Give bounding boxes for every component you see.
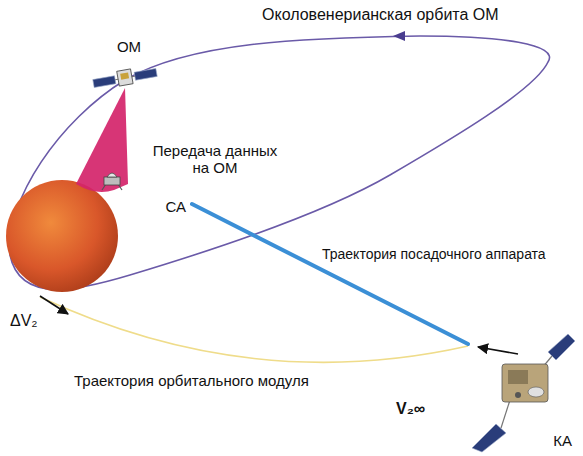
- annotation-label: Траектория орбитального модуля: [74, 372, 309, 389]
- orbit-direction-arrow: [393, 31, 405, 41]
- module-node: КА: [468, 340, 578, 452]
- lander-icon: [102, 173, 122, 190]
- module-node: СА: [98, 166, 192, 218]
- annotation-label: V₂∞: [396, 400, 425, 417]
- annotation-label: Траектория посадочного аппарата: [322, 246, 546, 263]
- velocity-arrow: [478, 347, 518, 354]
- data-link-cone: [76, 88, 128, 192]
- delta-v-arrow: [40, 296, 68, 314]
- annotation-label: Околовенерианская орбита ОМ: [262, 6, 499, 23]
- module-label: КА: [553, 432, 572, 450]
- spacecraft-icon: [472, 334, 575, 452]
- module-label: СА: [165, 198, 186, 216]
- venus-planet: [6, 180, 118, 292]
- annotation-label: ΔV₂: [10, 312, 38, 329]
- orbital-module-trajectory: [40, 297, 468, 362]
- orbital-module-icon: [92, 65, 158, 91]
- module-node: ОМ: [92, 38, 166, 94]
- lander-trajectory: [192, 204, 468, 344]
- annotation-label: Передача данных на ОМ: [148, 142, 282, 176]
- module-label: ОМ: [92, 38, 166, 56]
